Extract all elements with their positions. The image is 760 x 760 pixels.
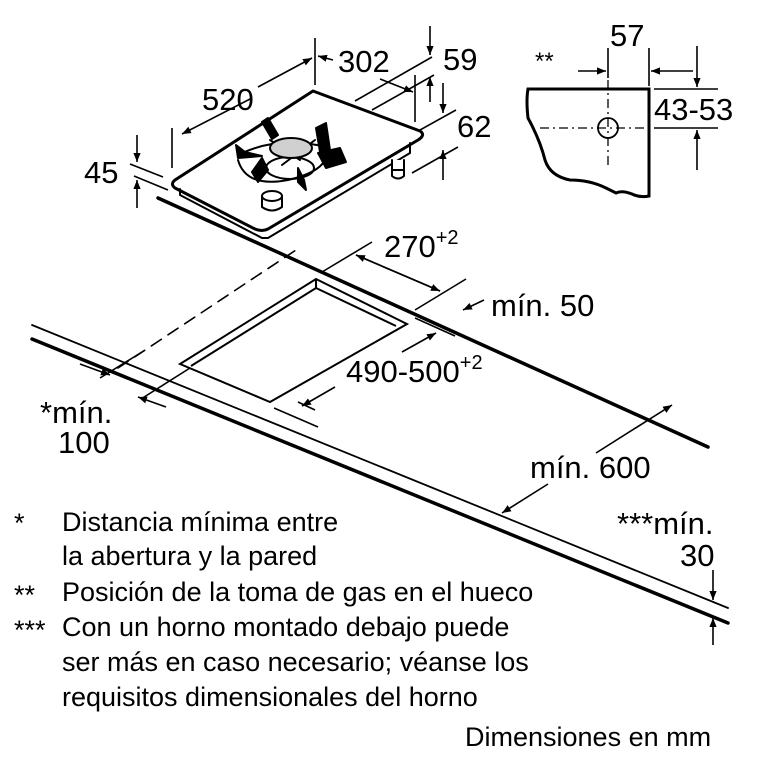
dim-depth-label: 520 <box>202 82 254 117</box>
cutout-depth-value: 490-500 <box>346 354 460 389</box>
burner-icon <box>265 137 315 180</box>
min-oven-label: ***mín. <box>617 508 714 539</box>
worktop-back-edge <box>156 196 710 449</box>
min-wall-text: mín. <box>52 395 113 430</box>
gas-connector-icon <box>391 159 405 180</box>
cutout-width-tolerance: +2 <box>435 227 459 249</box>
min-back-label: mín. 50 <box>491 288 595 323</box>
cutout-depth-tolerance: +2 <box>459 352 483 374</box>
hob-body <box>179 142 411 239</box>
worktop-front-edge-top <box>31 324 729 609</box>
dim-width-label: 302 <box>338 44 390 79</box>
min-wall-prefix: * <box>40 395 53 430</box>
footnote-3-line-3: requisitos dimensionales del horno <box>62 682 478 712</box>
footnote-1-line-2: la abertura y la pared <box>62 541 318 571</box>
cavity-outline <box>525 87 651 199</box>
gas-inlet-icon <box>597 117 619 139</box>
cutout-opening <box>177 277 410 404</box>
gas-43-53-label: 43-53 <box>654 92 734 127</box>
cutout-width-value: 270 <box>384 229 436 264</box>
footnote-1-line-1: Distancia mínima entre <box>62 507 339 537</box>
worktop <box>30 196 730 625</box>
gas-connection-marker: ** <box>535 48 554 75</box>
gas-connection-detail <box>525 46 718 199</box>
footnote-1-marker: * <box>14 508 25 538</box>
dim-45-label: 45 <box>84 155 119 190</box>
dim-59-label: 59 <box>443 42 478 77</box>
min-oven-value: 30 <box>680 538 715 573</box>
control-knob-icon <box>261 190 283 212</box>
footnote-3-line-2: ser más en caso necesario; véanse los <box>62 647 529 677</box>
gas-57-label: 57 <box>610 18 645 53</box>
worktop-front-edge-bottom <box>30 337 730 625</box>
dim-62-label: 62 <box>457 109 492 144</box>
footnote-2-line-1: Posición de la toma de gas en el hueco <box>62 577 534 607</box>
min-wall-label: *mín. <box>40 397 112 428</box>
footnote-2-marker: ** <box>14 580 36 610</box>
footnote-3-marker: *** <box>14 615 46 645</box>
appliance-dimension-lines <box>129 26 459 208</box>
units-label: Dimensiones en mm <box>465 722 712 752</box>
min-wall-value: 100 <box>58 425 110 460</box>
hob-appliance <box>171 89 425 239</box>
cutout-depth-label: 490-500+2 <box>346 353 483 389</box>
hob-glass-top <box>171 89 425 232</box>
footnote-3-line-1: Con un horno montado debajo puede <box>62 612 510 642</box>
min-oven-prefix: *** <box>617 506 654 541</box>
min-oven-text: mín. <box>653 506 714 541</box>
cutout-width-label: 270+2 <box>384 228 459 264</box>
min-worktop-depth-label: mín. 600 <box>530 450 651 485</box>
wall-reference-line <box>117 249 297 369</box>
worktop-dimension-lines <box>79 241 717 645</box>
